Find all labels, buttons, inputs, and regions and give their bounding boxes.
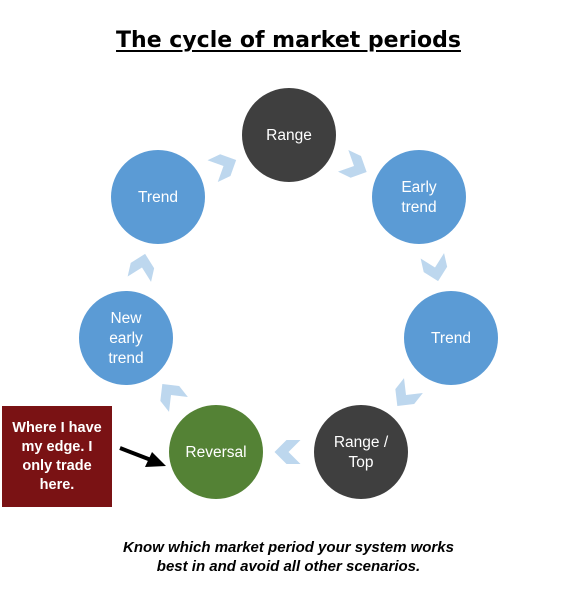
cycle-arrow: [127, 253, 155, 282]
cycle-arrow: [395, 378, 423, 406]
callout-text: Where I have my edge. I only trade here.: [12, 419, 102, 493]
node-label: New: [110, 310, 142, 327]
node-label: Early: [401, 179, 437, 196]
node-label: trend: [108, 350, 143, 367]
cycle-arrow: [160, 384, 188, 412]
cycle-arrow: [338, 150, 367, 178]
node-reversal: Reversal: [169, 405, 263, 499]
node-label: Range /: [334, 434, 389, 451]
node-label: Range: [266, 127, 312, 144]
node-circle: [242, 88, 336, 182]
caption-line-1: Know which market period your system wor…: [123, 539, 454, 556]
pointer-arrow: [119, 446, 166, 467]
node-circle: [169, 405, 263, 499]
node-circle: [404, 291, 498, 385]
node-circle: [372, 150, 466, 244]
node-label: Reversal: [185, 444, 246, 461]
node-early-trend: Early trend: [372, 150, 466, 244]
node-label: Trend: [138, 189, 178, 206]
node-new-early-trend: New early trend: [79, 291, 173, 385]
node-trend-2: Trend: [111, 150, 205, 244]
cycle-arrow: [420, 253, 448, 282]
node-circle: [314, 405, 408, 499]
node-label: Trend: [431, 330, 471, 347]
node-range-top: Range / Top: [314, 405, 408, 499]
caption: Know which market period your system wor…: [0, 538, 577, 576]
node-range: Range: [242, 88, 336, 182]
node-circle: [111, 150, 205, 244]
node-label: trend: [401, 199, 436, 216]
node-label: early: [109, 330, 143, 347]
node-circle: [79, 291, 173, 385]
page-title: The cycle of market periods: [116, 28, 461, 53]
node-trend: Trend: [404, 291, 498, 385]
node-label: Top: [349, 454, 374, 471]
edge-callout: Where I have my edge. I only trade here.: [2, 406, 112, 507]
cycle-arrow: [207, 154, 237, 182]
cycle-arrow: [274, 440, 301, 464]
caption-line-2: best in and avoid all other scenarios.: [156, 558, 421, 575]
